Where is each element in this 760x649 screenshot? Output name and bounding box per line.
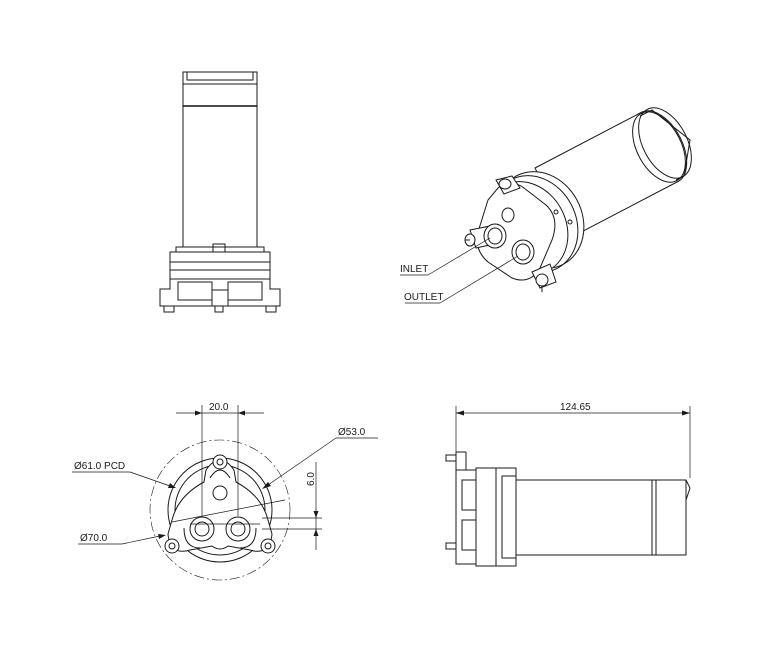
end-view-dimensions: 20.0 Ø53.0 Ø61.0 PCD Ø70.0 6.0 xyxy=(72,402,378,550)
outlet-callout: OUTLET xyxy=(404,255,519,304)
dim-offset: 6.0 xyxy=(306,472,317,486)
front-elevation-view xyxy=(159,71,281,313)
side-view xyxy=(445,451,691,567)
dim-overall-length: 124.65 xyxy=(560,402,591,413)
dim-spacing: 20.0 xyxy=(209,402,229,413)
outlet-label: OUTLET xyxy=(404,292,443,303)
dim-pcd: Ø61.0 PCD xyxy=(74,461,125,472)
inlet-label: INLET xyxy=(400,264,428,275)
inlet-callout: INLET xyxy=(400,237,491,276)
side-view-dimensions: 124.65 xyxy=(455,402,691,478)
isometric-view xyxy=(464,107,692,292)
dim-flange-diameter: Ø70.0 xyxy=(80,533,108,544)
end-view xyxy=(149,439,291,581)
dim-outer-diameter: Ø53.0 xyxy=(338,427,366,438)
